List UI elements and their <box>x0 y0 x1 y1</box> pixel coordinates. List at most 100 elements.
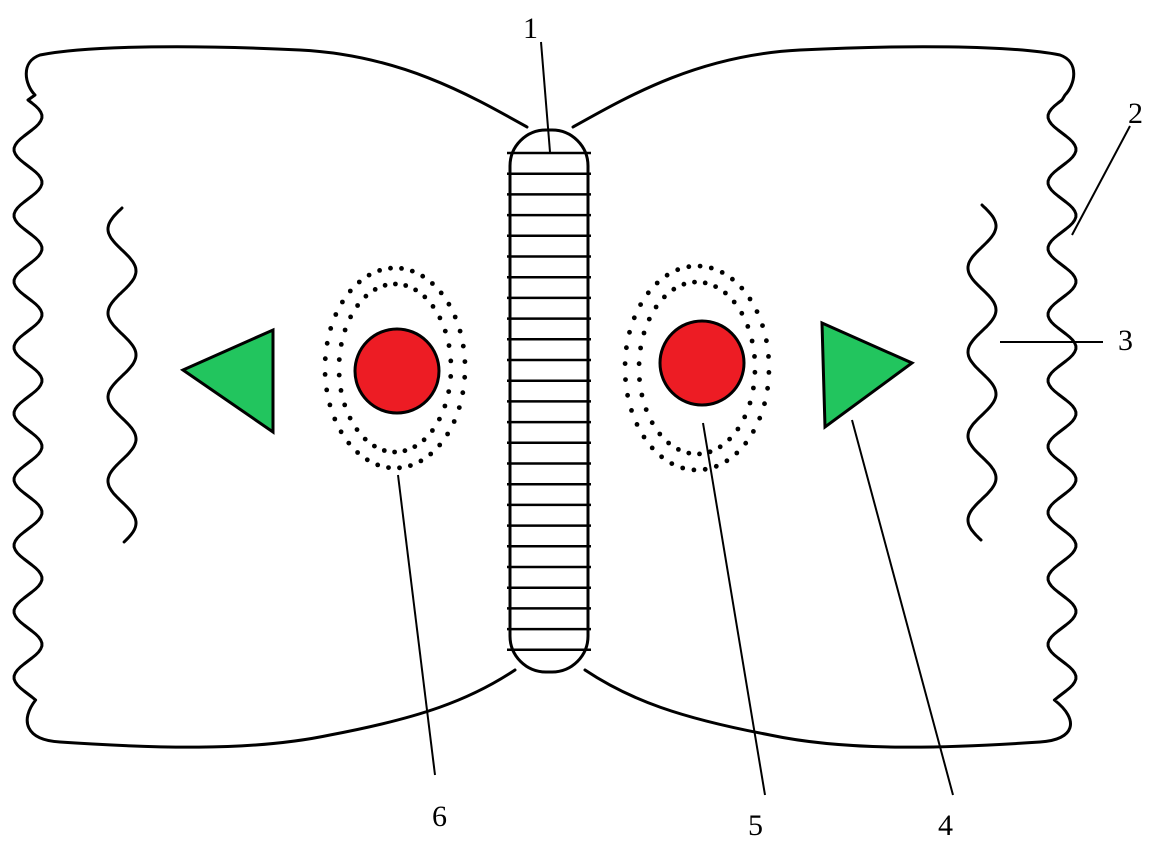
halo-dot <box>752 354 757 359</box>
halo-dot <box>748 297 753 302</box>
halo-dot <box>386 465 391 470</box>
halo-dot <box>686 264 691 269</box>
label-3: 3 <box>1118 324 1133 357</box>
halo-dot <box>364 294 369 299</box>
halo-dot <box>760 323 765 328</box>
halo-dot <box>443 329 448 334</box>
halo-dot <box>723 291 728 296</box>
halo-dot <box>375 463 380 468</box>
halo-dot <box>654 305 659 310</box>
halo-dot <box>739 286 744 291</box>
halo-dot <box>750 339 755 344</box>
central-column <box>507 130 591 672</box>
halo-dot <box>448 359 453 364</box>
halo-dot <box>377 268 382 273</box>
halo-dot <box>339 429 344 434</box>
halo-dot <box>682 282 687 287</box>
halo-dot <box>363 437 368 442</box>
halo-dot <box>383 283 388 288</box>
halo-dot <box>323 372 328 377</box>
halo-dot <box>692 468 697 473</box>
halo-dot <box>460 390 465 395</box>
halo-dot <box>337 373 342 378</box>
halo-dot <box>428 452 433 457</box>
halo-dot <box>403 448 408 453</box>
halo-dot <box>337 357 342 362</box>
halo-dot <box>713 284 718 289</box>
halo-dot <box>348 289 353 294</box>
halo-dot <box>638 302 643 307</box>
halo-dot <box>751 429 756 434</box>
halo-dot <box>697 452 702 457</box>
halo-dot <box>367 273 372 278</box>
halo-dot <box>675 267 680 272</box>
halo-dot <box>458 329 463 334</box>
halo-dot <box>342 403 347 408</box>
halo-dot <box>625 393 630 398</box>
halo-dot <box>452 419 457 424</box>
halo-dot <box>637 361 642 366</box>
halo-dot <box>413 288 418 293</box>
halo-dot <box>328 326 333 331</box>
halo-dot <box>463 359 468 364</box>
halo-dot <box>662 295 667 300</box>
halo-dot <box>393 282 398 287</box>
halo-dot <box>748 401 753 406</box>
halo-dot <box>720 270 725 275</box>
halo-dot <box>453 315 458 320</box>
halo-dot <box>635 422 640 427</box>
halo-dot <box>657 432 662 437</box>
halo-dot <box>446 389 451 394</box>
halo-dot <box>703 281 708 286</box>
halo-dot <box>655 281 660 286</box>
halo-dot <box>365 457 370 462</box>
halo-dot <box>445 432 450 437</box>
halo-dot <box>439 291 444 296</box>
label-1: 1 <box>523 12 538 45</box>
halo-dot <box>734 451 739 456</box>
leader-line-4 <box>852 420 953 795</box>
halo-dot <box>627 330 632 335</box>
halo-dot <box>461 344 466 349</box>
halo-dot <box>698 264 703 269</box>
halo-dot <box>669 461 674 466</box>
halo-dot <box>372 444 377 449</box>
halo-dot <box>457 405 462 410</box>
halo-dot <box>412 444 417 449</box>
halo-dot <box>632 315 637 320</box>
halo-dot <box>388 266 393 271</box>
halo-dot <box>328 403 333 408</box>
halo-dot <box>671 287 676 292</box>
halo-dot <box>732 300 737 305</box>
halo-dot <box>647 317 652 322</box>
halo-dot <box>725 458 730 463</box>
halo-dot <box>624 345 629 350</box>
halo-dot <box>437 417 442 422</box>
halo-dot <box>644 407 649 412</box>
halo-dot <box>640 393 645 398</box>
halo-dot <box>739 311 744 316</box>
halo-dot <box>757 416 762 421</box>
halo-dot <box>410 269 415 274</box>
halo-dot <box>355 427 360 432</box>
halo-dot <box>666 441 671 446</box>
halo-dot <box>420 274 425 279</box>
halo-dot <box>766 354 771 359</box>
halo-dot <box>727 437 732 442</box>
halo-dot <box>646 290 651 295</box>
halo-dot <box>408 463 413 468</box>
halo-dot <box>438 316 443 321</box>
halo-dot <box>399 266 404 271</box>
label-5: 5 <box>748 809 763 842</box>
right-inner-wave <box>968 205 996 540</box>
halo-dot <box>348 315 353 320</box>
halo-dot <box>373 287 378 292</box>
halo-dot <box>751 386 756 391</box>
halo-dot <box>742 415 747 420</box>
halo-dot <box>430 428 435 433</box>
halo-dot <box>392 450 397 455</box>
label-6: 6 <box>432 800 447 833</box>
halo-dot <box>745 324 750 329</box>
halo-dot <box>703 467 708 472</box>
